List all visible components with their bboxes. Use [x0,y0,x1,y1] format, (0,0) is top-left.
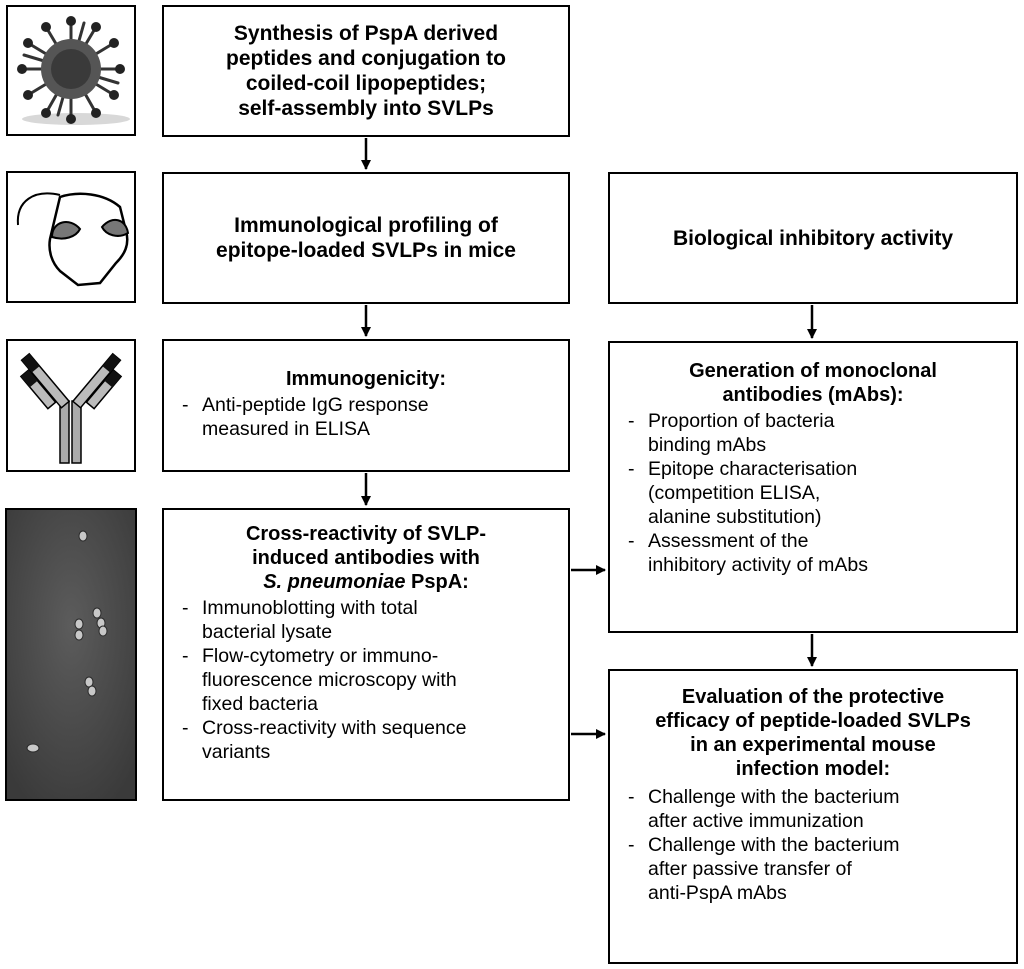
synthesis-line: coiled-coil lipopeptides; [245,72,487,95]
cross-reactivity-box: Cross-reactivity of SVLP- induced antibo… [162,508,570,801]
svlp-particle-icon [6,5,136,136]
immunogenicity-title: Immunogenicity: [285,368,446,390]
crossreactivity-bullets: Immunoblotting with total bacterial lysa… [164,596,568,764]
list-item: Epitope characterisation (competition EL… [610,457,1016,529]
profiling-line: epitope-loaded SVLPs in mice [216,239,516,262]
mabs-title-line: Generation of monoclonal [689,360,937,382]
bullet-line: after active immunization [648,810,864,832]
protective-bullets: Challenge with the bacterium after activ… [610,785,1016,905]
bullet-line: Proportion of bacteria [648,410,835,432]
bacteria-micrograph-icon [5,508,137,801]
mouse-icon [6,171,136,303]
synthesis-line: Synthesis of PspA derived [233,22,499,45]
crossreactivity-title-line: S. pneumoniae PspA: [164,570,568,594]
list-item: Cross-reactivity with sequence variants [164,716,568,764]
bullet-line: Flow-cytometry or immuno- [202,645,439,667]
synthesis-box: Synthesis of PspA derived peptides and c… [162,5,570,137]
bullet-line: binding mAbs [648,434,767,456]
species-name: S. pneumoniae [263,571,406,593]
bullet-line: fluorescence microscopy with [202,669,457,691]
bullet-line: Challenge with the bacterium [648,834,900,856]
monoclonal-antibodies-box: Generation of monoclonal antibodies (mAb… [608,341,1018,633]
protective-title-line: infection model: [735,758,891,780]
bullet-line: Immunoblotting with total [202,597,418,619]
list-item: Immunoblotting with total bacterial lysa… [164,596,568,644]
list-item: Assessment of the inhibitory activity of… [610,529,1016,577]
bullet-line: Assessment of the [648,530,809,552]
list-item: Challenge with the bacterium after passi… [610,833,1016,905]
immunological-profiling-box: Immunological profiling of epitope-loade… [162,172,570,304]
bullet-line: bacterial lysate [202,621,333,643]
protective-title-line: efficacy of peptide-loaded SVLPs [655,710,971,732]
crossreactivity-title-line: induced antibodies with [252,547,480,569]
bullet-line: (competition ELISA, [648,482,821,504]
mabs-bullets: Proportion of bacteria binding mAbs Epit… [610,409,1016,577]
synthesis-line: peptides and conjugation to [226,47,506,70]
bullet-line: measured in ELISA [202,418,371,440]
list-item: Anti-peptide IgG response measured in EL… [164,393,568,441]
protective-title-line: in an experimental mouse [690,734,936,756]
protective-efficacy-box: Evaluation of the protective efficacy of… [608,669,1018,964]
profiling-line: Immunological profiling of [234,214,498,237]
bullet-line: after passive transfer of [648,858,852,880]
protective-title-line: Evaluation of the protective [681,686,945,708]
bullet-line: Challenge with the bacterium [648,786,900,808]
synthesis-line: self-assembly into SVLPs [238,97,494,120]
bullet-line: Anti-peptide IgG response [202,394,429,416]
immunogenicity-box: Immunogenicity: Anti-peptide IgG respons… [162,339,570,472]
immunogenicity-bullets: Anti-peptide IgG response measured in EL… [164,393,568,441]
bullet-line: fixed bacteria [202,693,318,715]
mabs-title-line: antibodies (mAbs): [722,384,904,406]
bullet-line: anti-PspA mAbs [648,882,787,904]
list-item: Flow-cytometry or immuno- fluorescence m… [164,644,568,716]
list-item: Proportion of bacteria binding mAbs [610,409,1016,457]
crossreactivity-title-line: Cross-reactivity of SVLP- [245,523,487,545]
biological-inhibitory-box: Biological inhibitory activity [608,172,1018,304]
bullet-line: variants [202,741,271,763]
bullet-line: Cross-reactivity with sequence [202,717,467,739]
list-item: Challenge with the bacterium after activ… [610,785,1016,833]
bullet-line: alanine substitution) [648,506,822,528]
bullet-line: Epitope characterisation [648,458,858,480]
bullet-line: inhibitory activity of mAbs [648,554,868,576]
antibody-icon [6,339,136,472]
crossreactivity-title-rest: PspA: [405,571,469,593]
inhibitory-title: Biological inhibitory activity [672,226,954,250]
